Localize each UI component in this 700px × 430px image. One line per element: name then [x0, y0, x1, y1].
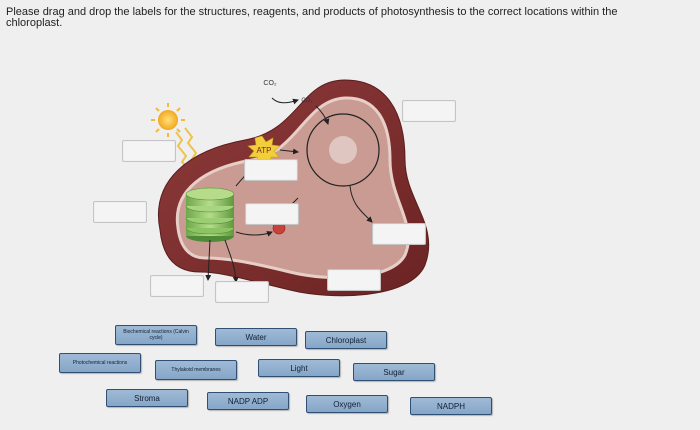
label-sugar[interactable]: Sugar	[353, 363, 435, 381]
drop-target-3[interactable]	[150, 275, 204, 297]
label-thylakoid-membranes[interactable]: Thylakoid membranes	[155, 360, 237, 380]
sun-icon	[151, 103, 185, 137]
drop-target-1[interactable]	[122, 140, 176, 162]
drop-target-2[interactable]	[93, 201, 147, 223]
label-nadp-adp[interactable]: NADP ADP	[207, 392, 289, 410]
granum-stack	[185, 187, 235, 242]
instructions-text: Please drag and drop the labels for the …	[6, 6, 618, 29]
drop-target-6[interactable]	[244, 159, 298, 181]
label-biochemical-reactions[interactable]: Biochemical reactions (Calvin cycle)	[115, 325, 197, 345]
co2-inner-label: CO₂	[301, 98, 313, 104]
svg-text:ATP: ATP	[257, 146, 272, 155]
drop-target-4[interactable]	[215, 281, 269, 303]
drop-target-5[interactable]	[245, 203, 299, 225]
label-nadph[interactable]: NADPH	[410, 397, 492, 415]
label-water[interactable]: Water	[215, 328, 297, 346]
drop-target-8[interactable]	[372, 223, 426, 245]
label-oxygen[interactable]: Oxygen	[306, 395, 388, 413]
label-chloroplast[interactable]: Chloroplast	[305, 331, 387, 349]
drop-target-9[interactable]	[327, 269, 381, 291]
drop-target-7[interactable]	[402, 100, 456, 122]
calvin-cycle-circle	[306, 113, 380, 187]
label-stroma[interactable]: Stroma	[106, 389, 188, 407]
label-photochemical-reactions[interactable]: Photochemical reactions	[59, 353, 141, 373]
label-light[interactable]: Light	[258, 359, 340, 377]
co2-label: CO₂	[263, 80, 277, 87]
